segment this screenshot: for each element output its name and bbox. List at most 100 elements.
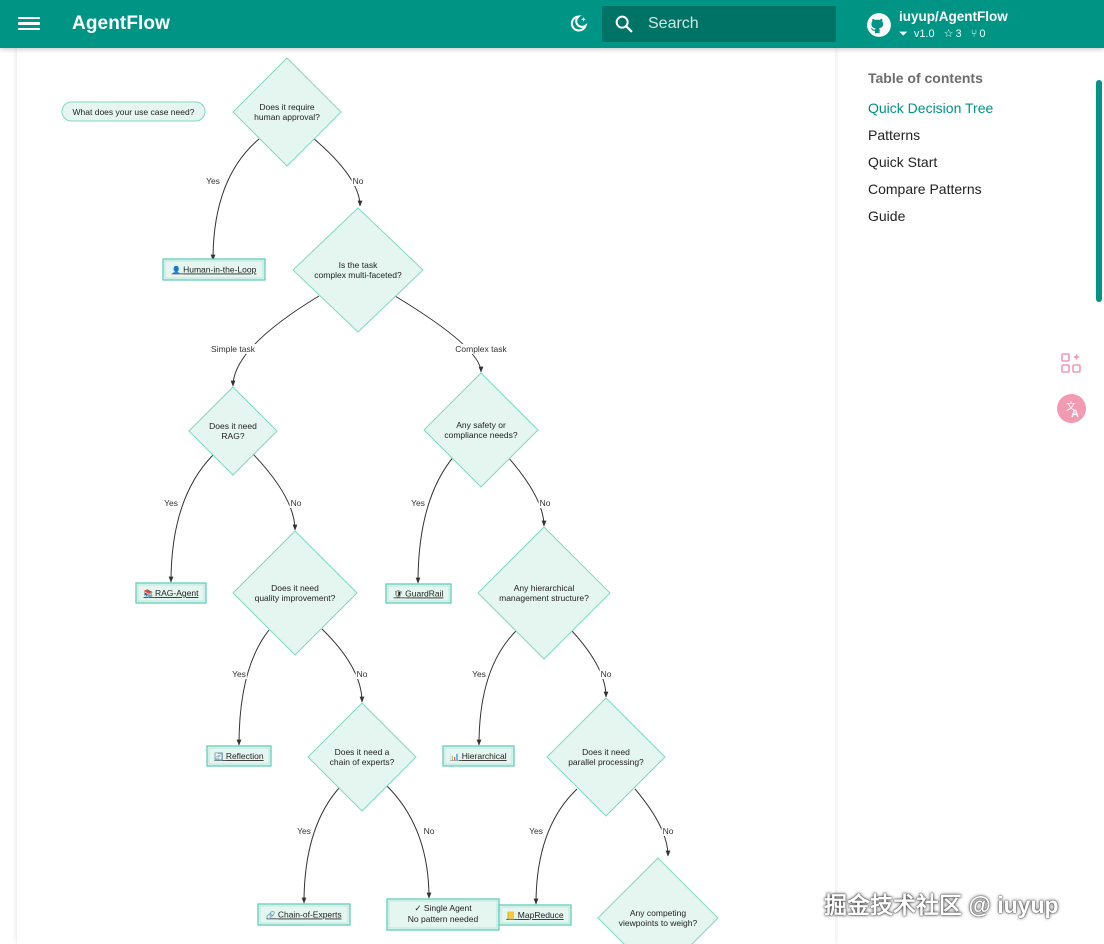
edge-label: No <box>663 826 674 836</box>
edge-label: No <box>291 498 302 508</box>
edge-label: No <box>357 669 368 679</box>
decision-label: Does it require <box>259 102 315 112</box>
result-emoji-icon: 📒 <box>506 911 517 920</box>
toc-item-compare-patterns[interactable]: Compare Patterns <box>868 181 982 197</box>
search-box[interactable] <box>602 6 836 42</box>
result-emoji-icon: 📚 <box>144 589 155 598</box>
version-tag-icon: ⏷ <box>899 28 908 40</box>
flow-edge <box>386 785 432 899</box>
apps-sparkle-icon[interactable] <box>1059 351 1083 375</box>
result-label: 📒 MapReduce <box>506 910 564 920</box>
edge-label: No <box>353 176 364 186</box>
result-label: 🛡 GuardRail <box>394 589 444 599</box>
translate-button[interactable]: 文 A <box>1057 394 1086 423</box>
toc-item-guide[interactable]: Guide <box>868 208 906 224</box>
start-node: What does your use case need? <box>61 101 206 122</box>
search-input[interactable] <box>648 6 828 42</box>
edge-label: No <box>601 669 612 679</box>
flow-edge <box>312 137 363 207</box>
edge-label: Yes <box>297 826 311 836</box>
svg-text:A: A <box>1071 408 1079 420</box>
decision-label: Any safety or <box>456 420 506 430</box>
edge-label: No <box>540 498 551 508</box>
edge-label: Complex task <box>455 344 507 354</box>
decision-label: Any hierarchical <box>514 583 575 593</box>
decision-label: Does it need a <box>335 747 390 757</box>
toc-title: Table of contents <box>868 70 983 86</box>
decision-label: chain of experts? <box>330 757 395 767</box>
translate-icon: 文 A <box>1066 400 1079 420</box>
star-icon: ☆ <box>943 28 954 40</box>
flow-edge <box>533 788 578 905</box>
toc-item-patterns[interactable]: Patterns <box>868 127 921 143</box>
dark-mode-toggle-icon[interactable] <box>566 12 590 36</box>
repo-version: v1.0 <box>913 28 935 40</box>
repo-link[interactable]: iuyup/AgentFlow ⏷ v1.0 ☆3 ⑂0 <box>866 8 1066 42</box>
result-label: No pattern needed <box>408 914 479 924</box>
scrollbar-thumb[interactable] <box>1096 80 1102 302</box>
result-node-r1[interactable]: 👤 Human-in-the-Loop <box>162 258 266 281</box>
flow-edge <box>168 454 214 583</box>
edge-label: Yes <box>529 826 543 836</box>
result-node-r4[interactable]: 🔄 Reflection <box>206 745 272 767</box>
edge-label: No <box>424 826 435 836</box>
repo-name: iuyup/AgentFlow <box>899 9 1008 24</box>
decision-label: RAG? <box>221 431 244 441</box>
site-title[interactable]: AgentFlow <box>72 13 170 34</box>
flow-edge <box>252 453 298 531</box>
repo-facts: ⏷ v1.0 ☆3 ⑂0 <box>899 27 991 41</box>
decision-label: Is the task <box>339 260 378 270</box>
flow-edge <box>321 628 365 703</box>
result-node-r2[interactable]: 📚 RAG-Agent <box>135 582 207 604</box>
table-of-contents: Table of contents Quick Decision Tree Pa… <box>868 70 1088 230</box>
result-node-r3[interactable]: 🛡 GuardRail <box>385 583 452 604</box>
result-label: 👤 Human-in-the-Loop <box>172 265 257 275</box>
result-emoji-icon: 👤 <box>172 266 183 275</box>
repo-stars: 3 <box>955 28 962 40</box>
flow-edge <box>634 788 671 857</box>
flow-edge <box>230 295 320 387</box>
edge-label: Yes <box>164 498 178 508</box>
flow-edge <box>236 629 270 746</box>
decision-label: management structure? <box>499 593 589 603</box>
decision-label: viewpoints to weigh? <box>619 918 698 928</box>
decision-label: quality improvement? <box>255 593 336 603</box>
fork-icon: ⑂ <box>970 28 978 40</box>
result-label: 📊 Hierarchical <box>450 751 506 761</box>
decision-label: human approval? <box>254 112 320 122</box>
decision-label: Any competing <box>630 908 686 918</box>
github-icon <box>867 13 891 37</box>
decision-label: compliance needs? <box>444 430 518 440</box>
flow-edge <box>301 787 340 904</box>
result-emoji-icon: 🛡 <box>394 590 406 599</box>
repo-forks: 0 <box>979 28 986 40</box>
result-node-r5[interactable]: 📊 Hierarchical <box>442 745 515 767</box>
result-node-r8[interactable]: 📒 MapReduce <box>498 904 572 926</box>
toc-item-quick-start[interactable]: Quick Start <box>868 154 938 170</box>
toc-item-quick-decision-tree[interactable]: Quick Decision Tree <box>868 100 994 116</box>
flow-edge <box>210 138 260 261</box>
flow-edge <box>506 455 547 527</box>
top-app-bar: AgentFlow iuyup/AgentFlow ⏷ v1.0 ☆3 ⑂0 <box>0 0 1104 48</box>
edge-label: Simple task <box>211 344 256 354</box>
search-icon <box>615 15 633 33</box>
flow-edge <box>571 630 609 698</box>
flow-edge <box>394 295 484 373</box>
result-label: 🔗 Chain-of-Experts <box>266 910 341 920</box>
menu-icon[interactable] <box>18 14 40 34</box>
edge-label: Yes <box>232 669 246 679</box>
decision-label: Does it need <box>209 421 257 431</box>
result-node-r6[interactable]: 🔗 Chain-of-Experts <box>257 903 351 926</box>
start-node-label: What does your use case need? <box>73 107 195 117</box>
